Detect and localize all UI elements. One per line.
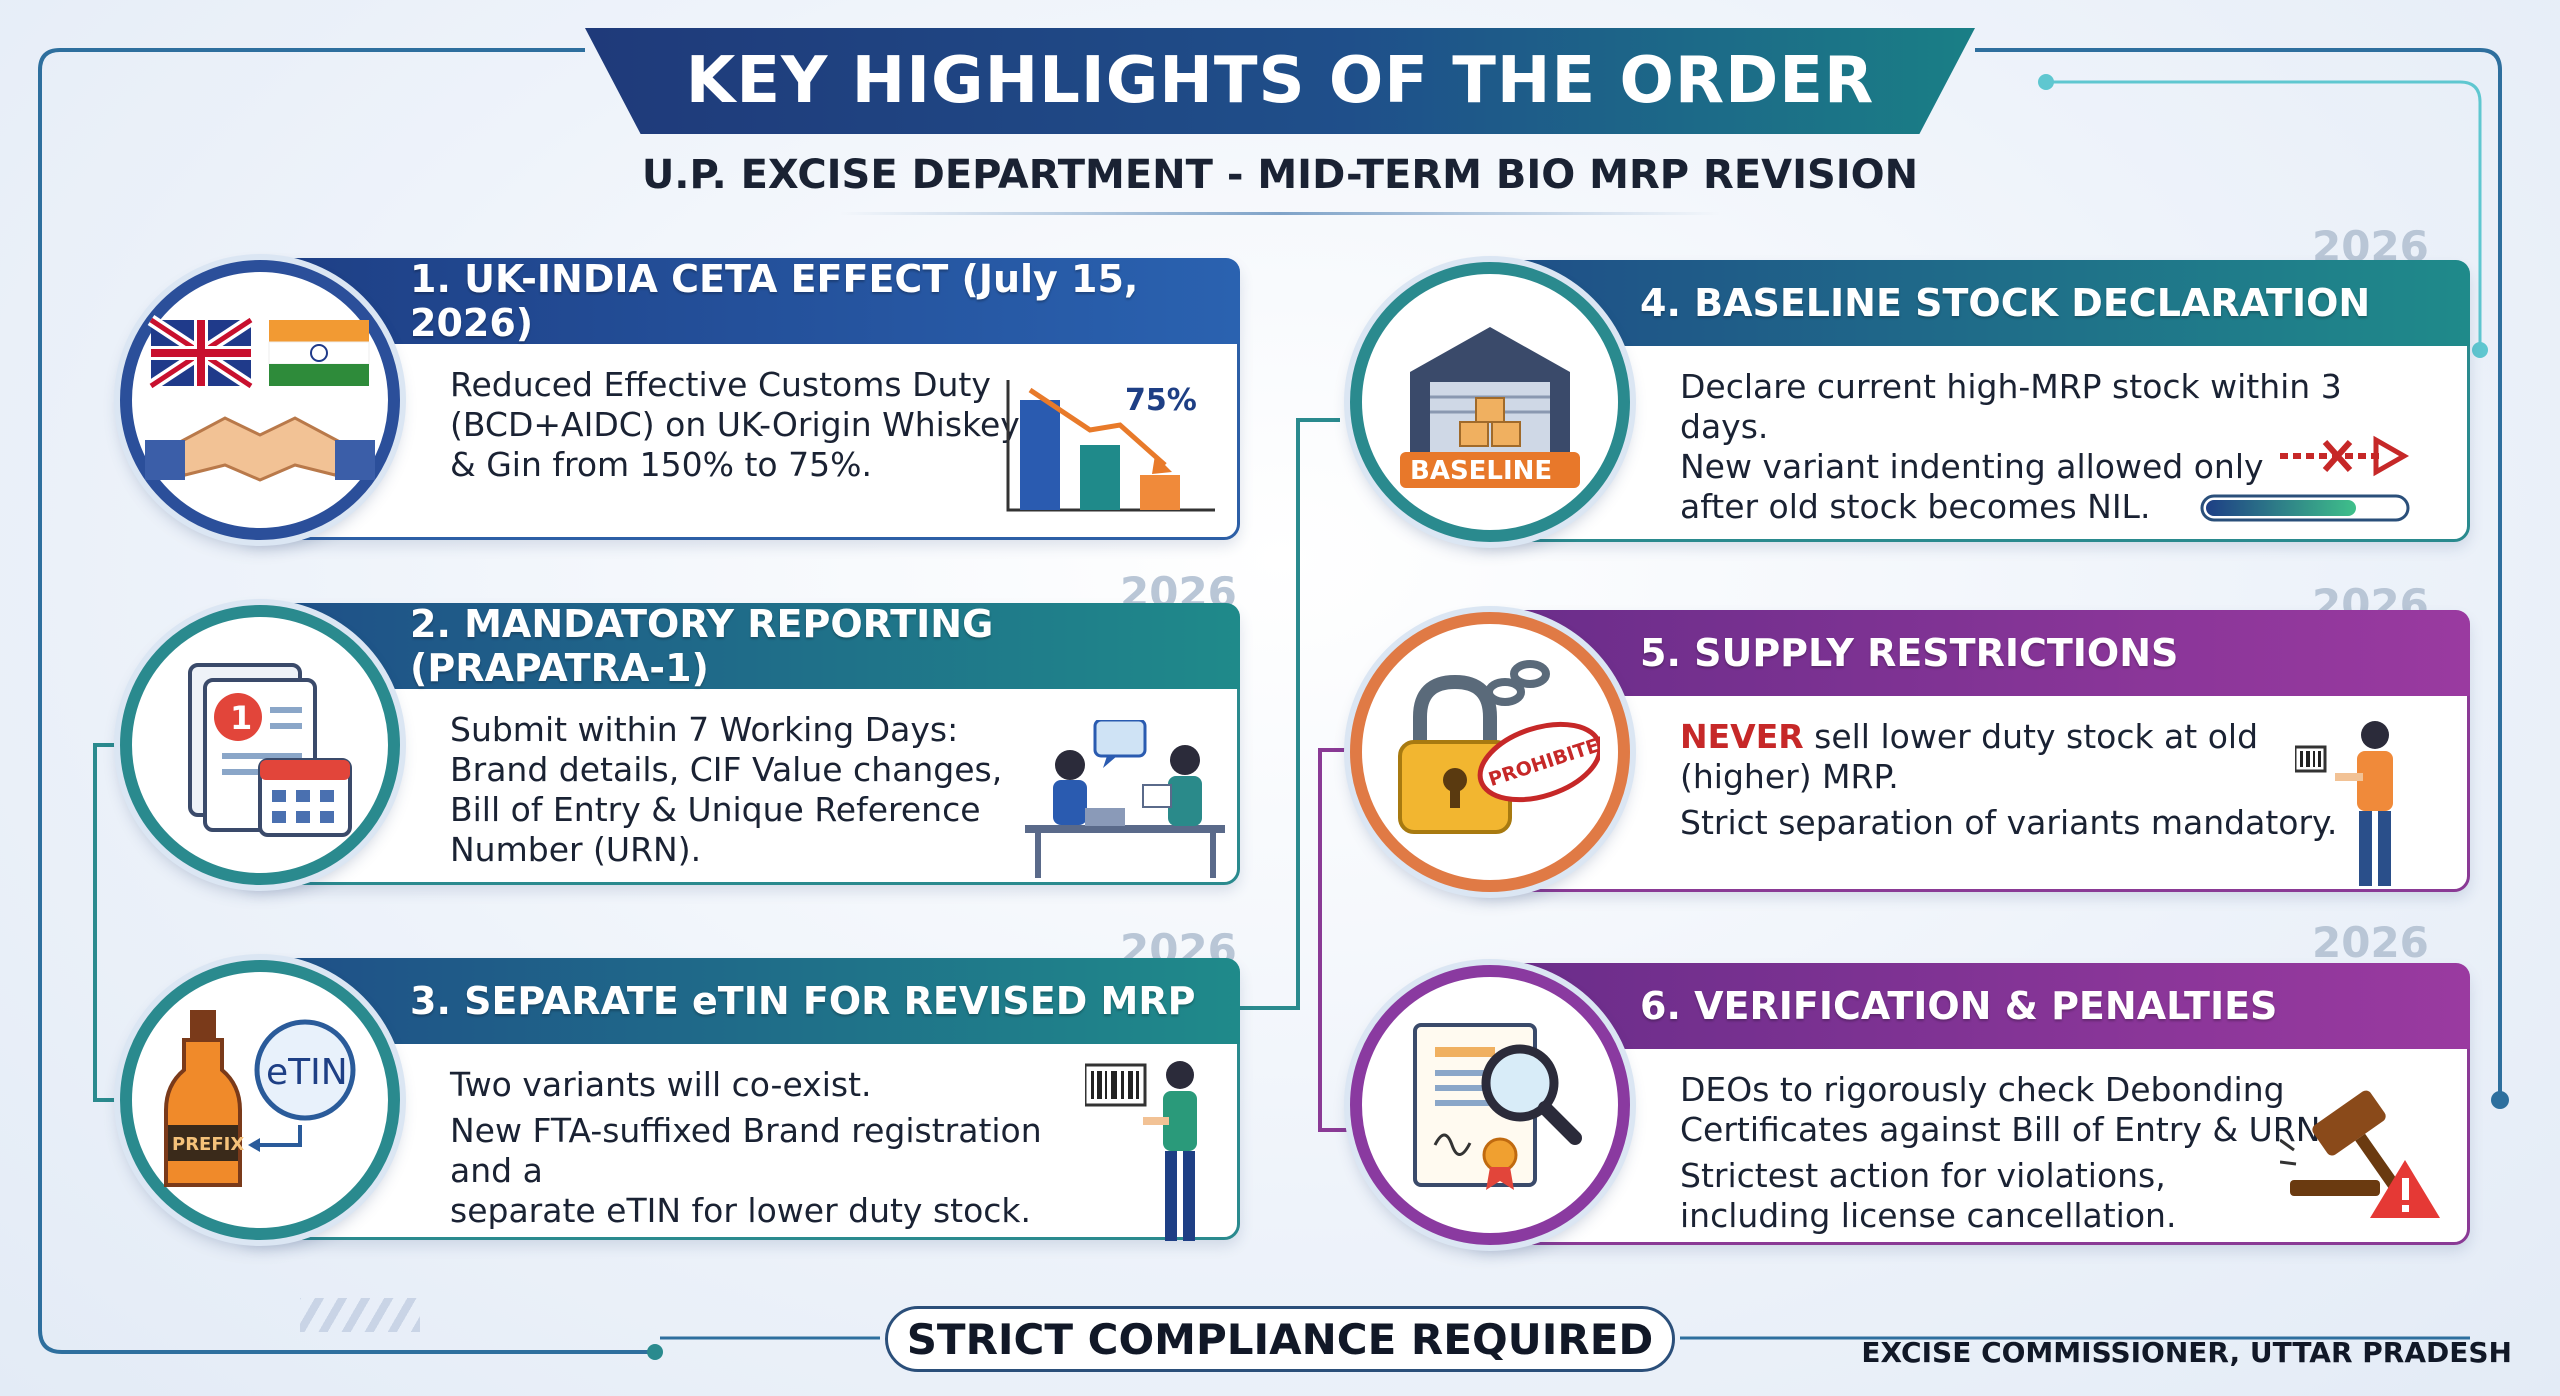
subtitle-divider bbox=[840, 212, 1720, 215]
blocked-arrow-icon bbox=[2280, 432, 2410, 484]
card-supply-restrictions: 5. SUPPLY RESTRICTIONS PROHIBITED NEVER … bbox=[1350, 610, 2470, 892]
compliance-banner: STRICT COMPLIANCE REQUIRED bbox=[885, 1306, 1675, 1372]
page-subtitle: U.P. EXCISE DEPARTMENT - MID-TERM BIO MR… bbox=[641, 152, 1919, 198]
card-heading: 2. MANDATORY REPORTING (PRAPATRA-1) bbox=[270, 602, 1240, 690]
card-mandatory-reporting: 2. MANDATORY REPORTING (PRAPATRA-1) 1 Su… bbox=[120, 602, 1240, 885]
office-meeting-icon bbox=[1025, 718, 1235, 884]
card-heading: 3. SEPARATE eTIN FOR REVISED MRP bbox=[270, 958, 1240, 1044]
card-baseline-stock: 4. BASELINE STOCK DECLARATION BASELINE D… bbox=[1350, 260, 2470, 542]
card-separate-etin: 3. SEPARATE eTIN FOR REVISED MRP PREFIX … bbox=[120, 958, 1240, 1241]
card-body: Declare current high-MRP stock within 3 … bbox=[1680, 367, 2342, 526]
card-body: NEVER sell lower duty stock at old (high… bbox=[1680, 717, 2338, 842]
inspector-scanner-icon bbox=[2293, 717, 2415, 891]
card-body: Submit within 7 Working Days: Brand deta… bbox=[450, 710, 1003, 869]
progress-bar bbox=[2200, 494, 2410, 526]
baseline-badge: BASELINE bbox=[1410, 456, 1552, 486]
card-body: DEOs to rigorously check Debonding Certi… bbox=[1680, 1070, 2331, 1235]
padlock-chain-icon: PROHIBITED bbox=[1350, 612, 1630, 892]
etin-bubble-label: eTIN bbox=[266, 1052, 348, 1093]
card-body: Two variants will co-exist. New FTA-suff… bbox=[450, 1065, 1042, 1230]
barcode-scanner-person-icon bbox=[1083, 1055, 1215, 1259]
never-highlight: NEVER bbox=[1680, 717, 1804, 756]
page-title: KEY HIGHLIGHTS OF THE ORDER bbox=[685, 44, 1875, 118]
bottle-etin-icon: PREFIX eTIN bbox=[120, 960, 400, 1240]
card-heading: 5. SUPPLY RESTRICTIONS bbox=[1500, 610, 2470, 696]
chart-percent-label: 75% bbox=[1125, 383, 1197, 418]
warehouse-icon: BASELINE bbox=[1350, 262, 1630, 542]
bottle-label: PREFIX bbox=[172, 1134, 244, 1155]
card-body: Reduced Effective Customs Duty (BCD+AIDC… bbox=[450, 365, 1020, 484]
certificate-magnifier-icon bbox=[1350, 965, 1630, 1245]
card-heading: 4. BASELINE STOCK DECLARATION bbox=[1500, 260, 2470, 346]
handshake-flags-icon bbox=[120, 260, 400, 540]
card-verification-penalties: 6. VERIFICATION & PENALTIES DEOs to rigo… bbox=[1350, 963, 2470, 1245]
decorative-stripes bbox=[300, 1298, 420, 1332]
document-calendar-icon: 1 bbox=[120, 605, 400, 885]
card-heading: 6. VERIFICATION & PENALTIES bbox=[1500, 963, 2470, 1049]
title-banner: KEY HIGHLIGHTS OF THE ORDER bbox=[585, 28, 1975, 134]
card-heading: 1. UK-INDIA CETA EFFECT (July 15, 2026) bbox=[270, 257, 1240, 345]
gavel-warning-icon bbox=[2279, 1070, 2450, 1224]
signature-label: EXCISE COMMISSIONER, UTTAR PRADESH bbox=[1861, 1336, 2512, 1369]
badge-number: 1 bbox=[230, 699, 252, 737]
year-label: 2026 bbox=[2312, 918, 2429, 967]
duty-drop-chart-icon: 75% bbox=[1000, 370, 1220, 524]
card-ceta-effect: 1. UK-INDIA CETA EFFECT (July 15, 2026) … bbox=[120, 257, 1240, 540]
